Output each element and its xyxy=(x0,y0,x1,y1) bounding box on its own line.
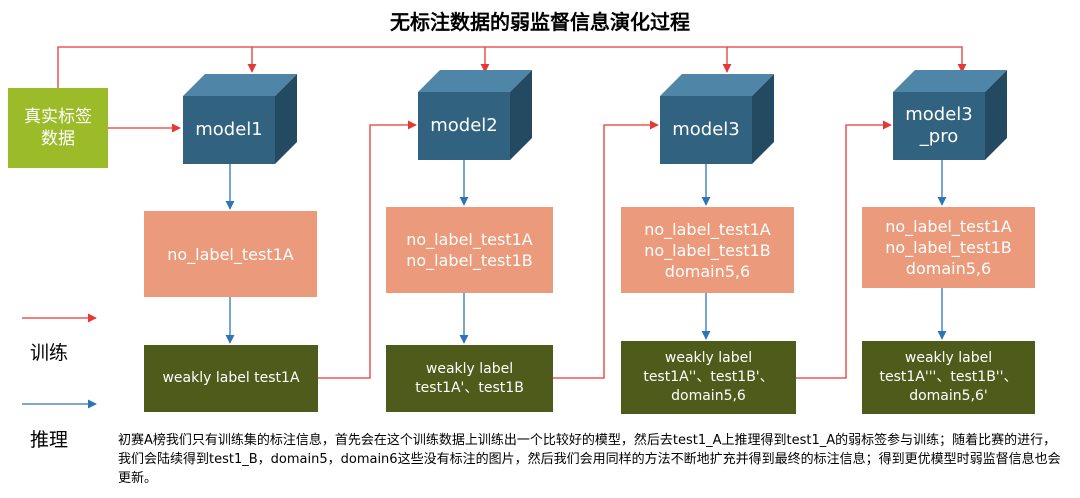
model3-pro-label: model3 _pro xyxy=(905,104,973,147)
cube-model3-pro xyxy=(893,70,1007,160)
train-bus xyxy=(57,46,967,88)
diagram-title: 无标注数据的弱监督信息演化过程 xyxy=(390,10,690,34)
model3-label: model3 xyxy=(672,119,740,140)
cube-model3 xyxy=(660,74,774,164)
cube-model2 xyxy=(418,70,532,160)
model2-label: model2 xyxy=(430,115,498,136)
cube-model1 xyxy=(183,74,297,164)
description-text: 初赛A榜我们只有训练集的标注信息，首先会在这个训练数据上训练出一个比较好的模型，… xyxy=(118,433,1061,486)
data-box-2: no_label_test1A no_label_test1B xyxy=(386,207,553,293)
legend-infer-label: 推理 xyxy=(30,429,69,451)
legend-train-label: 训练 xyxy=(30,342,69,364)
data-box-4: no_label_test1A no_label_test1B domain5,… xyxy=(862,207,1035,288)
weak-label-box-2: weakly label test1A'、test1B xyxy=(386,345,553,412)
data-box-3: no_label_test1A no_label_test1B domain5,… xyxy=(621,207,794,293)
weak-label-box-4: weakly label test1A'''、test1B''、 domain5… xyxy=(862,341,1035,414)
bus-line-to-model3-pro xyxy=(57,46,967,88)
train-arrow-weak1-to-model2 xyxy=(318,120,417,379)
weak-label-box-1: weakly label test1A xyxy=(144,345,318,412)
data-box-1: no_label_test1A xyxy=(144,211,317,297)
weak-label-box-3: weakly label test1A''、test1B'、 domain5,6 xyxy=(621,341,796,414)
train-arrow-weak3-to-model3-pro xyxy=(796,120,892,379)
true-label-box: 真实标签 数据 xyxy=(8,88,108,168)
train-arrow-weak2-to-model3 xyxy=(553,120,659,379)
model1-label: model1 xyxy=(195,119,263,140)
